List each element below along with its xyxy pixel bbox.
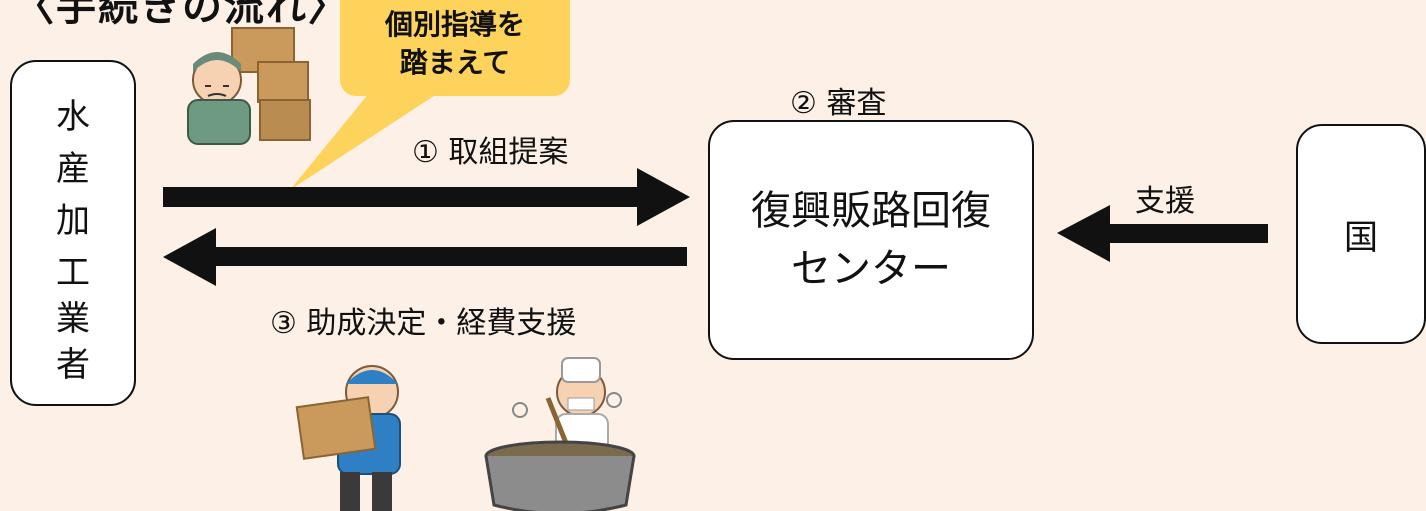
worker-carrying-box-illustration bbox=[295, 365, 401, 511]
worried-worker-illustration bbox=[187, 27, 311, 145]
support-label: 支援 bbox=[1135, 184, 1195, 219]
proposal-arrow bbox=[163, 168, 690, 226]
processor-char-6: 者 bbox=[56, 345, 90, 385]
processor-box: 水 産 加 工 業 者 bbox=[10, 60, 136, 406]
chef-stirring-pot-illustration bbox=[484, 357, 636, 511]
country-label: 国 bbox=[1344, 217, 1378, 258]
processor-char-2: 産 bbox=[56, 149, 90, 189]
center-line-2: センター bbox=[791, 246, 951, 292]
step-decision-label: ③ 助成決定・経費支援 bbox=[270, 306, 577, 341]
callout-bubble: 個別指導を 踏まえて bbox=[340, 0, 570, 96]
recovery-center-box: 復興販路回復 センター bbox=[708, 120, 1034, 360]
processor-char-1: 水 bbox=[56, 97, 90, 137]
callout-line-1: 個別指導を bbox=[384, 8, 525, 41]
center-line-1: 復興販路回復 bbox=[751, 188, 991, 234]
country-box: 国 bbox=[1296, 124, 1426, 344]
processor-char-5: 業 bbox=[56, 299, 90, 339]
step-review-label: ② 審査 bbox=[790, 86, 887, 121]
support-arrow bbox=[1057, 205, 1268, 262]
page-title: 〈手続きの流れ〉 bbox=[14, 0, 350, 30]
decision-arrow bbox=[163, 228, 687, 286]
processor-char-3: 加 bbox=[56, 201, 90, 241]
step-proposal-label: ① 取組提案 bbox=[412, 135, 569, 170]
callout-line-2: 踏まえて bbox=[399, 46, 511, 79]
processor-char-4: 工 bbox=[56, 253, 90, 293]
